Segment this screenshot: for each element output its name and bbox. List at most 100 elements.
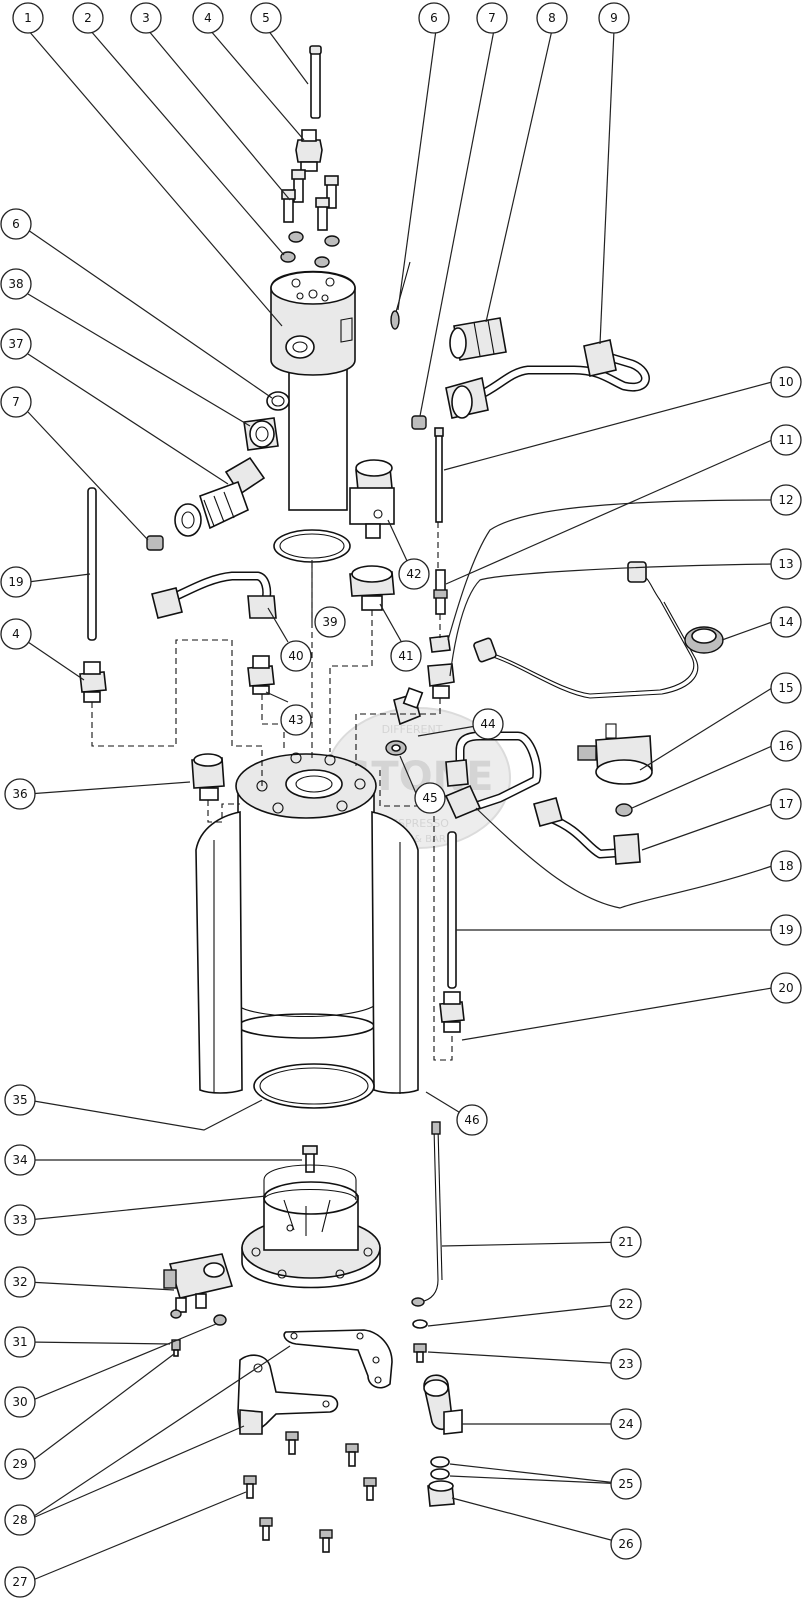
svg-text:44: 44: [480, 717, 495, 731]
svg-text:42: 42: [406, 567, 421, 581]
part-bolts-3: [281, 169, 339, 231]
callout-20: 20: [770, 972, 802, 1004]
part-elbow-24: [423, 1374, 463, 1435]
part-cap-7-right: [411, 415, 427, 430]
callout-21: 21: [610, 1226, 642, 1258]
part-fitting-38: [243, 417, 279, 451]
svg-text:19: 19: [778, 923, 793, 937]
svg-text:10: 10: [778, 375, 793, 389]
part-nut-31: [170, 1309, 182, 1319]
callout-8: 8: [536, 2, 568, 34]
callout-19: 19: [770, 914, 802, 946]
watermark-ring-bottom: ESPRESSO: [391, 817, 449, 830]
svg-text:31: 31: [12, 1335, 27, 1349]
callout-28: 28: [4, 1504, 36, 1536]
part-nut-26: [427, 1480, 455, 1507]
callout-35: 35: [4, 1084, 36, 1116]
part-nut-16: [615, 803, 633, 817]
callout-6: 6: [418, 2, 450, 34]
callout-36: 36: [4, 778, 36, 810]
callout-5: 5: [250, 2, 282, 34]
part-oring-6: [266, 391, 290, 411]
part-rod-19-right: [447, 831, 457, 989]
callout-31: 31: [4, 1326, 36, 1358]
watermark-small: & BAR: [414, 834, 446, 845]
svg-text:8: 8: [548, 11, 556, 25]
svg-text:39: 39: [322, 615, 337, 629]
part-screws-27: [243, 1431, 377, 1553]
callout-2: 2: [72, 2, 104, 34]
callout-26: 26: [610, 1528, 642, 1560]
part-washer-45: [385, 740, 407, 756]
callout-13: 13: [770, 548, 802, 580]
svg-text:4: 4: [12, 627, 20, 641]
callout-14: 14: [770, 606, 802, 638]
callout-17: 17: [770, 788, 802, 820]
callout-12: 12: [770, 484, 802, 516]
svg-text:27: 27: [12, 1575, 27, 1589]
svg-text:16: 16: [778, 739, 793, 753]
part-insulation-46: [195, 811, 419, 1094]
callout-46: 46: [456, 1104, 488, 1136]
svg-text:29: 29: [12, 1457, 27, 1471]
callout-16: 16: [770, 730, 802, 762]
part-washers-2: [280, 231, 340, 268]
callout-43: 43: [280, 704, 312, 736]
part-screw-23: [413, 1343, 427, 1363]
callout-24: 24: [610, 1408, 642, 1440]
part-pipe-18: [444, 731, 542, 820]
svg-text:25: 25: [618, 1477, 633, 1491]
part-oring-39: [273, 529, 351, 563]
svg-text:19: 19: [8, 575, 23, 589]
callout-42: 42: [398, 558, 430, 590]
part-probe-21: [411, 1121, 443, 1307]
part-fitting-41: [349, 565, 395, 611]
svg-text:3: 3: [142, 11, 150, 25]
part-union-8: [449, 317, 507, 361]
part-ring-22: [412, 1319, 428, 1329]
svg-text:37: 37: [8, 337, 23, 351]
svg-text:17: 17: [778, 797, 793, 811]
svg-text:11: 11: [778, 433, 793, 447]
callout-29: 29: [4, 1448, 36, 1480]
svg-text:13: 13: [778, 557, 793, 571]
part-bracket-28: [237, 1329, 393, 1435]
part-bolt-34: [302, 1145, 318, 1173]
part-boiler-body: [235, 752, 377, 1039]
svg-text:21: 21: [618, 1235, 633, 1249]
svg-text:35: 35: [12, 1093, 27, 1107]
svg-text:23: 23: [618, 1357, 633, 1371]
callout-30: 30: [4, 1386, 36, 1418]
svg-text:32: 32: [12, 1275, 27, 1289]
part-pin-11: [433, 569, 448, 615]
svg-text:45: 45: [422, 791, 437, 805]
svg-text:18: 18: [778, 859, 793, 873]
svg-text:28: 28: [12, 1513, 27, 1527]
svg-text:22: 22: [618, 1297, 633, 1311]
svg-text:24: 24: [618, 1417, 633, 1431]
callout-27: 27: [4, 1566, 36, 1598]
svg-text:4: 4: [204, 11, 212, 25]
callout-41: 41: [390, 640, 422, 672]
callout-6-second: 6: [0, 208, 32, 240]
callout-1: 1: [12, 2, 44, 34]
svg-text:33: 33: [12, 1213, 27, 1227]
part-solenoid-32: [163, 1253, 234, 1313]
callout-7-second: 7: [0, 386, 32, 418]
callout-38: 38: [0, 268, 32, 300]
part-nut-12: [429, 635, 451, 653]
callout-25: 25: [610, 1468, 642, 1500]
part-nut-30: [213, 1314, 227, 1326]
callout-39: 39: [314, 606, 346, 638]
part-fitting-43: [247, 655, 275, 695]
part-pipe-40: [151, 571, 277, 619]
part-elbow-44: [393, 687, 424, 726]
part-oring-35: [253, 1063, 375, 1109]
part-valve-42: [349, 459, 395, 539]
svg-text:34: 34: [12, 1153, 27, 1167]
part-fitting-13: [427, 663, 455, 699]
svg-text:6: 6: [430, 11, 438, 25]
callout-23: 23: [610, 1348, 642, 1380]
part-switch-15: [577, 723, 653, 785]
